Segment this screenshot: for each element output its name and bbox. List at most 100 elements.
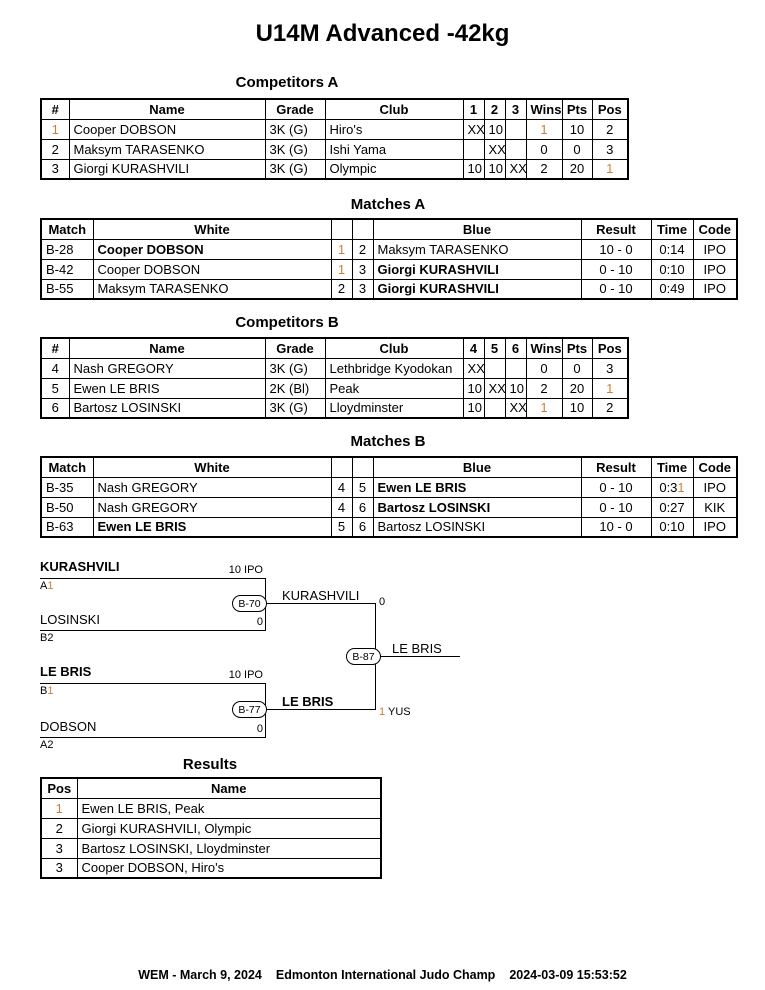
white-number: 5: [330, 516, 353, 538]
white-competitor: Cooper DOBSON: [92, 238, 332, 260]
white-competitor: Maksym TARASENKO: [92, 278, 332, 300]
blue-competitor: Giorgi KURASHVILI: [372, 258, 582, 280]
header-row: # Name Grade Club 4 5 6 Wins Pts Pos: [40, 337, 629, 359]
position-cell: 2: [591, 118, 629, 140]
highlighted-one: 1: [540, 121, 548, 137]
bracket-score: 1 YUS: [379, 706, 411, 718]
time-cell: 0:49: [650, 278, 694, 300]
round-score-3: XX: [504, 158, 527, 180]
blue-competitor: Ewen LE BRIS: [372, 476, 582, 498]
competitor-club: Olympic: [324, 158, 464, 180]
white-number: 4: [330, 476, 353, 498]
round-score-6: 10: [504, 377, 527, 399]
bracket-line: [40, 683, 266, 684]
wins-cell: 0: [525, 138, 563, 160]
competitor-number: 4: [40, 357, 70, 379]
round-score-5: XX: [483, 377, 506, 399]
highlighted-one: 1: [47, 580, 54, 592]
code-cell: IPO: [692, 258, 738, 280]
col-header-pts: Pts: [561, 98, 593, 120]
competitor-number: 6: [40, 397, 70, 419]
col-header-white-num: [330, 218, 353, 240]
points-cell: 10: [561, 397, 593, 419]
section-title-results: Results: [182, 756, 238, 773]
bracket-line: [265, 709, 375, 710]
page-footer: WEM - March 9, 2024 Edmonton Internation…: [0, 968, 765, 982]
competitor-club: Lloydminster: [324, 397, 464, 419]
match-row: B-35 Nash GREGORY 4 5 Ewen LE BRIS 0 - 1…: [40, 476, 738, 498]
bracket-competitor-name: DOBSON: [40, 719, 97, 734]
col-header-blue: Blue: [372, 456, 582, 478]
round-score-6: XX: [504, 397, 527, 419]
competitors-a-table: # Name Grade Club 1 2 3 Wins Pts Pos 1 C…: [40, 98, 629, 180]
col-header-code: Code: [692, 456, 738, 478]
bracket-winner-name: LE BRIS: [282, 694, 334, 709]
wins-cell: 1: [525, 118, 563, 140]
header-row: Match White Blue Result Time Code: [40, 456, 738, 478]
col-header-white-num: [330, 456, 353, 478]
round-score-2: 10: [483, 158, 506, 180]
white-competitor: Cooper DOBSON: [92, 258, 332, 280]
col-header-blue-num: [351, 218, 374, 240]
match-id: B-50: [40, 496, 94, 518]
col-header-1: 1: [462, 98, 485, 120]
round-score-2: 10: [483, 118, 506, 140]
bracket-competitor-name: LOSINSKI: [40, 612, 100, 627]
position-cell: 1: [591, 377, 629, 399]
bracket-score: 0: [379, 596, 386, 608]
highlighted-one: 1: [55, 800, 63, 816]
position-cell: 3: [591, 138, 629, 160]
competitor-grade: 3K (G): [264, 397, 326, 419]
white-number: 2: [330, 278, 353, 300]
col-header-club: Club: [324, 98, 464, 120]
white-number: 1: [330, 238, 353, 260]
wins-cell: 0: [525, 357, 563, 379]
match-id: B-87: [352, 650, 375, 663]
match-id-badge: B-87: [346, 648, 381, 665]
final-position: 1: [40, 797, 78, 819]
col-header-number: #: [40, 337, 70, 359]
competitor-name: Cooper DOBSON: [68, 118, 266, 140]
col-header-grade: Grade: [264, 337, 326, 359]
competitor-grade: 2K (Bl): [264, 377, 326, 399]
match-id: B-55: [40, 278, 94, 300]
col-header-number: #: [40, 98, 70, 120]
col-header-5: 5: [483, 337, 506, 359]
match-id: B-77: [238, 703, 261, 716]
competitors-b-table: # Name Grade Club 4 5 6 Wins Pts Pos 4 N…: [40, 337, 629, 419]
competitor-row: 6 Bartosz LOSINSKI 3K (G) Lloydminster 1…: [40, 397, 629, 419]
blue-number: 6: [351, 496, 374, 518]
highlighted-one: 1: [677, 479, 685, 495]
matches-a-table: Match White Blue Result Time Code B-28 C…: [40, 218, 738, 300]
bracket-line: [40, 630, 266, 631]
wins-cell: 1: [525, 397, 563, 419]
competitor-grade: 3K (G): [264, 357, 326, 379]
white-number: 1: [330, 258, 353, 280]
col-header-result: Result: [580, 218, 652, 240]
competitor-row: 2 Maksym TARASENKO 3K (G) Ishi Yama XX 0…: [40, 138, 629, 160]
bracket-line: [265, 603, 375, 604]
highlighted-one: 1: [337, 261, 346, 277]
final-competitor: Giorgi KURASHVILI, Olympic: [76, 817, 382, 839]
bracket-seed: B1: [40, 685, 54, 697]
time-cell: 0:31: [650, 476, 694, 498]
result-cell: 10 - 0: [580, 516, 652, 538]
round-score-4: 10: [462, 377, 485, 399]
match-row: B-55 Maksym TARASENKO 2 3 Giorgi KURASHV…: [40, 278, 738, 300]
bracket-score: 0: [256, 616, 263, 628]
code-cell: IPO: [692, 278, 738, 300]
final-position: 3: [40, 837, 78, 859]
col-header-4: 4: [462, 337, 485, 359]
highlighted-one: 1: [47, 685, 54, 697]
round-score-3: [504, 138, 527, 160]
round-score-5: [483, 397, 506, 419]
col-header-name: Name: [68, 337, 266, 359]
col-header-pts: Pts: [561, 337, 593, 359]
bracket-competitor-name: KURASHVILI: [40, 559, 120, 574]
round-score-1: [462, 138, 485, 160]
col-header-result: Result: [580, 456, 652, 478]
bracket-line: [40, 737, 266, 738]
competitor-name: Nash GREGORY: [68, 357, 266, 379]
code-cell: IPO: [692, 476, 738, 498]
result-row: 2 Giorgi KURASHVILI, Olympic: [40, 817, 382, 839]
